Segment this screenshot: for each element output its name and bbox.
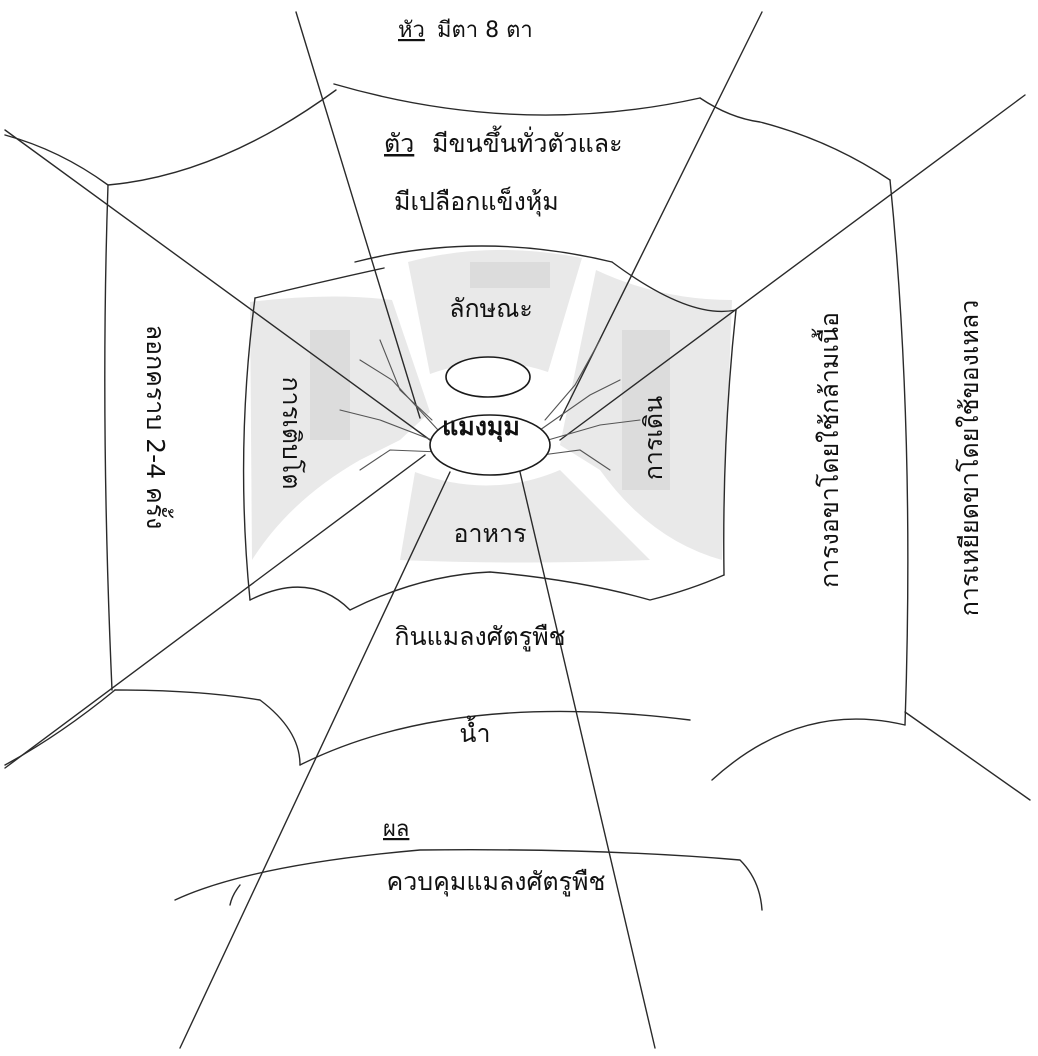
result-heading: ผล: [383, 817, 409, 842]
food-item-insects: กินแมลงศัตรูพืช: [394, 622, 565, 652]
characteristics-label: ลักษณะ: [449, 294, 533, 323]
body-text-line1: มีขนขึ้นทั่วตัวและ: [432, 125, 623, 158]
walking-label: การเดิน: [639, 396, 668, 480]
head-text: มีตา 8 ตา: [437, 18, 533, 43]
body-heading: ตัว: [384, 129, 414, 158]
center-label: แมงมุม: [442, 412, 520, 443]
growth-label: การเติบโต: [277, 377, 306, 490]
food-label: อาหาร: [454, 519, 527, 548]
body-text-line2: มีเปลือกแข็งหุ้ม: [394, 186, 559, 217]
walking-detail-muscle: การงอขาโดยใช้กล้ามเนื้อ: [811, 312, 844, 588]
growth-detail: ลอกคราบ 2-4 ครั้ง: [141, 325, 174, 530]
walking-detail-fluid: การเหยียดขาโดยใช้ของเหลว: [955, 300, 984, 616]
head-heading: หัว: [398, 18, 425, 43]
food-item-water: น้ำ: [459, 715, 490, 748]
result-text: ควบคุมแมลงศัตรูพืช: [387, 867, 606, 897]
spider-head: [446, 357, 530, 397]
